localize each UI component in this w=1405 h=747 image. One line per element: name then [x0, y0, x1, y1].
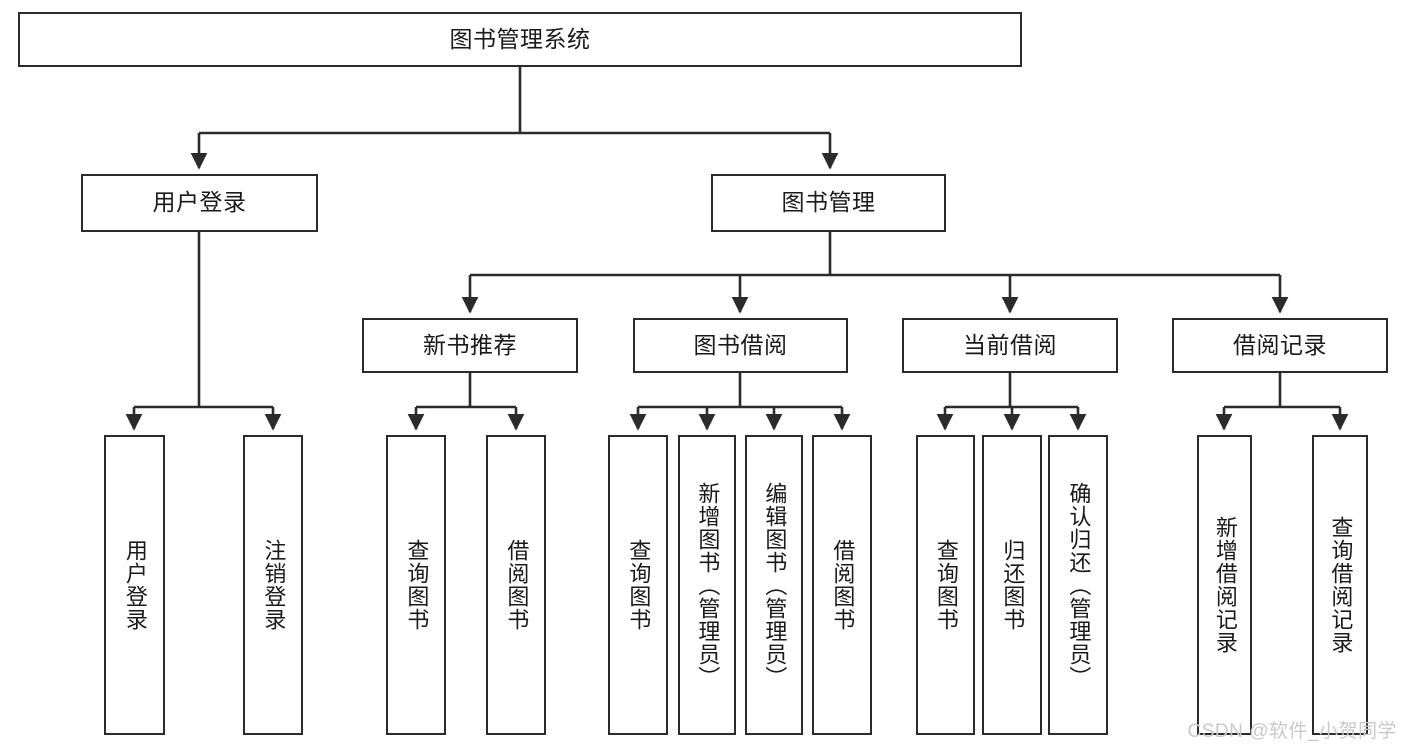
node-borrow-records[interactable]: 借阅记录: [1172, 318, 1388, 373]
node-user-login[interactable]: 用户登录: [81, 174, 318, 232]
leaf-query-borrow-record[interactable]: 查询借阅记录: [1312, 435, 1368, 735]
leaf-query-books-current[interactable]: 查询图书: [916, 435, 975, 735]
leaf-add-borrow-record[interactable]: 新增借阅记录: [1197, 435, 1252, 735]
leaf-logout-login[interactable]: 注销登录: [243, 435, 303, 735]
node-book-management[interactable]: 图书管理: [711, 174, 946, 232]
leaf-query-books-newbook[interactable]: 查询图书: [386, 435, 446, 735]
node-new-book-recommend[interactable]: 新书推荐: [362, 318, 578, 373]
node-root[interactable]: 图书管理系统: [18, 12, 1022, 67]
leaf-user-login[interactable]: 用户登录: [104, 435, 165, 735]
node-current-borrow[interactable]: 当前借阅: [902, 318, 1118, 373]
leaf-borrow-books[interactable]: 借阅图书: [812, 435, 872, 735]
leaf-edit-book-admin[interactable]: 编辑图书（管理员）: [745, 435, 803, 735]
leaf-query-books-borrow[interactable]: 查询图书: [608, 435, 668, 735]
leaf-confirm-return-admin[interactable]: 确认归还（管理员）: [1048, 435, 1108, 735]
csdn-watermark: CSDN @软件_小贺同学: [1187, 721, 1397, 742]
node-book-borrow[interactable]: 图书借阅: [633, 318, 848, 373]
leaf-borrow-books-newbook[interactable]: 借阅图书: [486, 435, 546, 735]
leaf-add-book-admin[interactable]: 新增图书（管理员）: [678, 435, 736, 735]
leaf-return-books[interactable]: 归还图书: [982, 435, 1042, 735]
